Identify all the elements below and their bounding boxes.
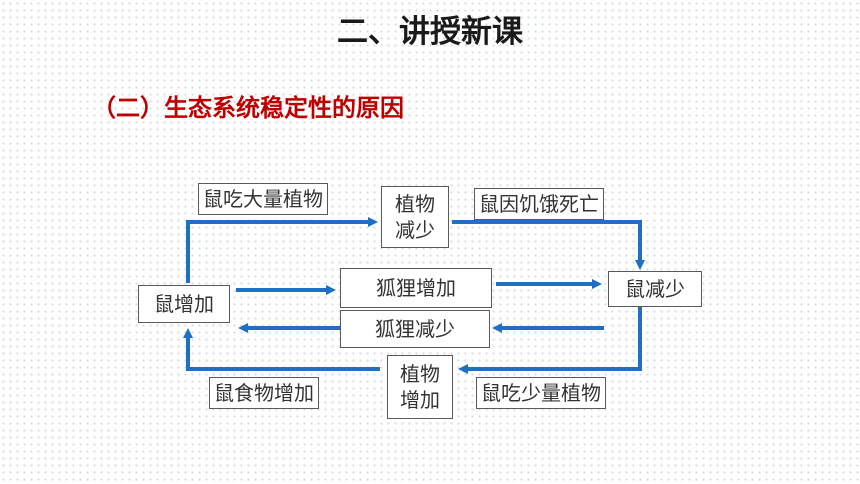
node-plants-increase: 植物 增加: [387, 355, 453, 419]
arrow-mouse-to-plants-decrease: [186, 217, 378, 283]
node-mouse-increase-label: 鼠增加: [154, 292, 214, 316]
node-plants-decrease: 植物 减少: [381, 186, 449, 248]
arrow-plants-decrease-to-mouse-decrease: [452, 220, 645, 270]
node-mouse-decrease-label: 鼠减少: [625, 277, 685, 301]
node-fox-decrease: 狐狸减少: [340, 310, 490, 348]
label-eat-many-plants: 鼠吃大量植物: [198, 183, 328, 215]
label-eat-few-plants: 鼠吃少量植物: [476, 377, 606, 409]
arrow-plants-increase-to-mouse-increase: [183, 328, 380, 371]
arrow-mouse-decrease-to-plants-increase: [458, 307, 642, 374]
node-plants-decrease-line1: 植物: [395, 192, 435, 216]
label-starve-die: 鼠因饥饿死亡: [474, 188, 604, 220]
node-plants-increase-line2: 增加: [400, 388, 440, 412]
node-plants-decrease-line2: 减少: [395, 218, 435, 242]
section-subtitle: （二）生态系统稳定性的原因: [92, 94, 404, 122]
node-fox-increase-label: 狐狸增加: [376, 276, 456, 300]
page-title: 二、讲授新课: [337, 14, 523, 50]
node-mouse-increase: 鼠增加: [138, 285, 230, 323]
node-plants-increase-line1: 植物: [400, 362, 440, 386]
label-food-increase: 鼠食物增加: [209, 377, 319, 409]
node-fox-decrease-label: 狐狸减少: [375, 317, 455, 341]
node-fox-increase: 狐狸增加: [340, 268, 492, 308]
node-mouse-decrease: 鼠减少: [608, 271, 702, 307]
